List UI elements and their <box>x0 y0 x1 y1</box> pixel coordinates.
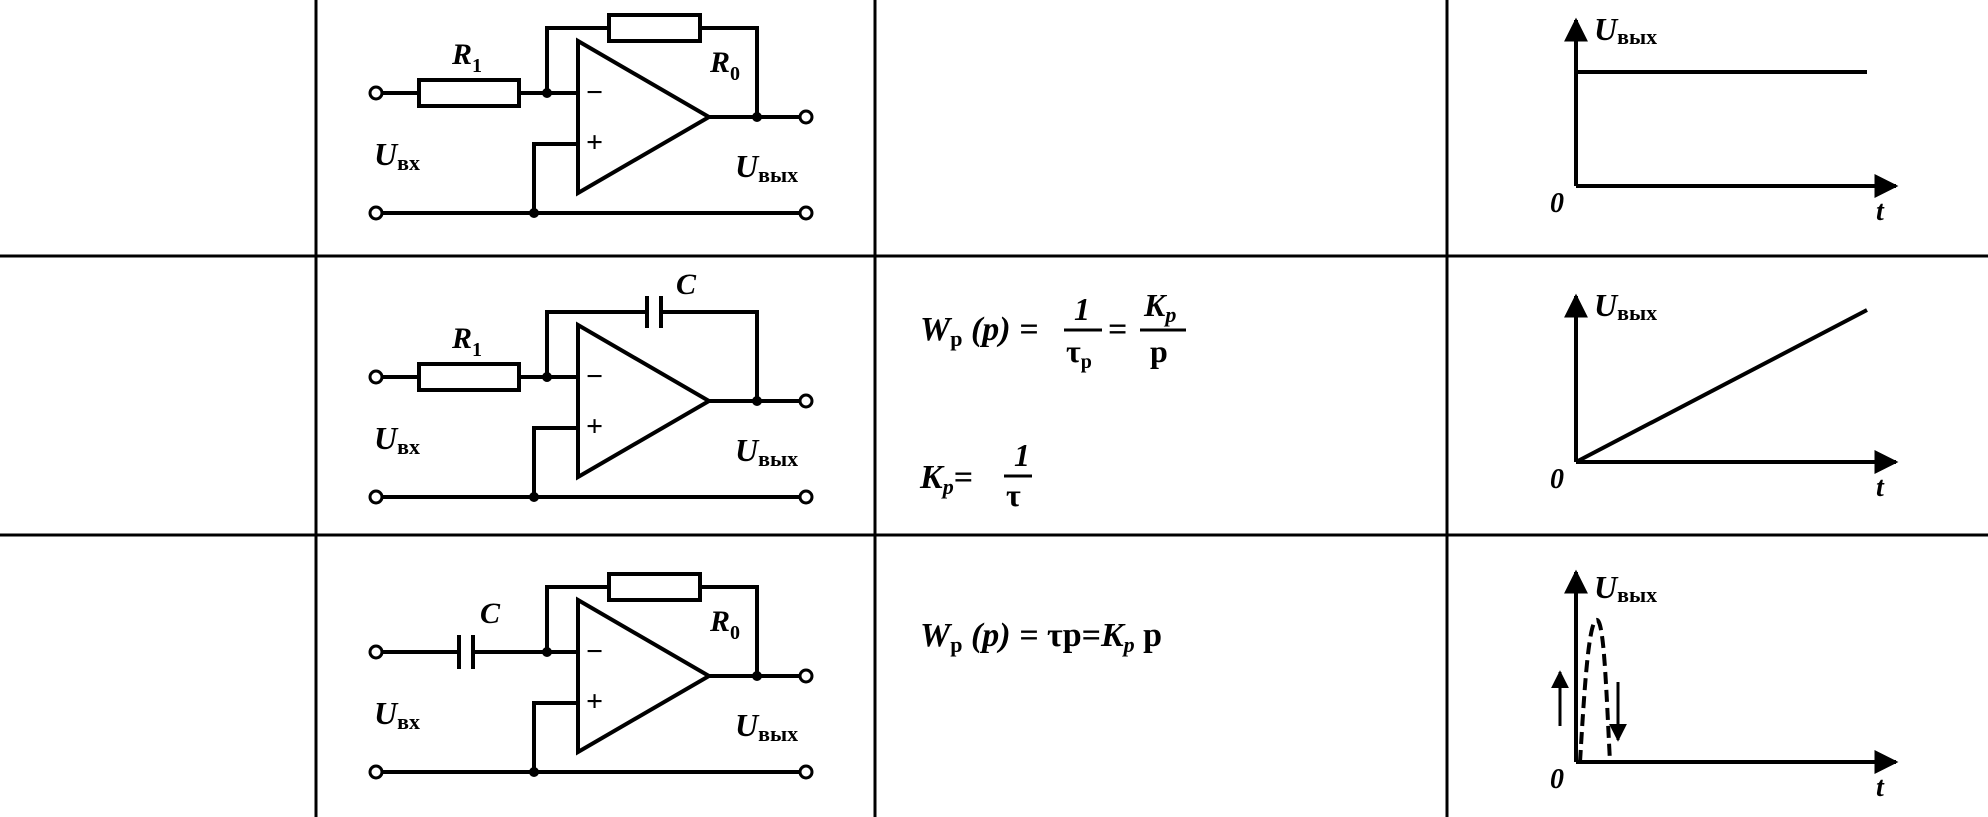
feedback-resistor-label: R0 <box>709 605 740 644</box>
origin-label: 0 <box>1550 188 1564 219</box>
impulse-output-curve <box>1578 617 1612 763</box>
frac2-numerator: Kp <box>1143 287 1176 327</box>
output-terminal <box>798 393 814 409</box>
op-amp: − + <box>576 37 713 197</box>
input-resistor-label: R1 <box>451 38 482 77</box>
plus-sign: + <box>586 410 603 443</box>
u-out-label: Uвых <box>735 432 798 471</box>
input-terminal <box>368 644 384 660</box>
formula-integrator-gain: Kp= 1 τ <box>919 437 1032 513</box>
input-terminal <box>368 369 384 385</box>
ground-terminal-right <box>798 205 814 221</box>
frac1-denominator: τр <box>1066 333 1092 373</box>
ground-terminal-left <box>368 489 384 505</box>
gain-denominator: τ <box>1006 477 1021 513</box>
plus-sign: + <box>586 126 603 159</box>
u-in-label: Uвх <box>374 695 420 734</box>
u-out-label: Uвых <box>735 148 798 187</box>
feedback-resistor: R0 <box>545 13 759 117</box>
svg-text:Kp=: Kp= <box>919 459 973 499</box>
ground-terminal-right <box>798 489 814 505</box>
u-in-label: Uвх <box>374 136 420 175</box>
minus-sign: − <box>586 360 603 393</box>
input-capacitor-label: C <box>480 597 501 630</box>
x-axis-label: t <box>1876 196 1885 227</box>
y-axis-label: Uвых <box>1594 287 1657 325</box>
origin-label: 0 <box>1550 764 1564 795</box>
minus-sign: − <box>586 635 603 668</box>
formula-differentiator-transfer: Wр (p) = τp=Kp p <box>920 617 1162 657</box>
gain-numerator: 1 <box>1014 437 1030 473</box>
plus-sign: + <box>586 685 603 718</box>
feedback-resistor-label: R0 <box>709 46 740 85</box>
svg-text:Wр (p) =: Wр (p) = <box>920 311 1039 351</box>
x-axis-label: t <box>1876 772 1885 803</box>
output-terminal <box>798 109 814 125</box>
input-capacitor: C <box>376 597 578 669</box>
circuit-differentiator: − + C R0 Uвх Uвых <box>368 572 814 780</box>
ramp-output-curve <box>1575 308 1868 464</box>
y-axis-label: Uвых <box>1594 569 1657 607</box>
circuit-integrator: − + R1 C Uвх Uвых <box>368 268 814 505</box>
equals-sign: = <box>1108 311 1127 348</box>
ground-terminal-right <box>798 764 814 780</box>
op-amp: − + <box>576 321 713 481</box>
formula-integrator-transfer: Wр (p) = 1 τр = Kp p <box>920 287 1186 373</box>
output-terminal <box>798 668 814 684</box>
u-in-label: Uвх <box>374 420 420 459</box>
ground-terminal-left <box>368 764 384 780</box>
circuit-proportional: − + R1 R0 Uвх Uвых <box>368 13 814 221</box>
u-out-label: Uвых <box>735 707 798 746</box>
ground-terminal-left <box>368 205 384 221</box>
input-resistor-label: R1 <box>451 322 482 361</box>
frac2-denominator: p <box>1150 333 1168 369</box>
graph-impulse: Uвых t 0 <box>1550 569 1899 803</box>
graph-ramp: Uвых t 0 <box>1550 287 1899 503</box>
op-amp: − + <box>576 596 713 756</box>
input-terminal <box>368 85 384 101</box>
svg-text:Wр (p) = τp=Kp p: Wр (p) = τp=Kp p <box>920 617 1162 657</box>
origin-label: 0 <box>1550 464 1564 495</box>
feedback-resistor: R0 <box>545 572 759 676</box>
frac1-numerator: 1 <box>1074 291 1090 327</box>
x-axis-label: t <box>1876 472 1885 503</box>
feedback-capacitor-label: C <box>676 268 697 301</box>
y-axis-label: Uвых <box>1594 11 1657 49</box>
feedback-capacitor: C <box>545 268 759 401</box>
graph-step: Uвых t 0 <box>1550 11 1899 227</box>
minus-sign: − <box>586 76 603 109</box>
